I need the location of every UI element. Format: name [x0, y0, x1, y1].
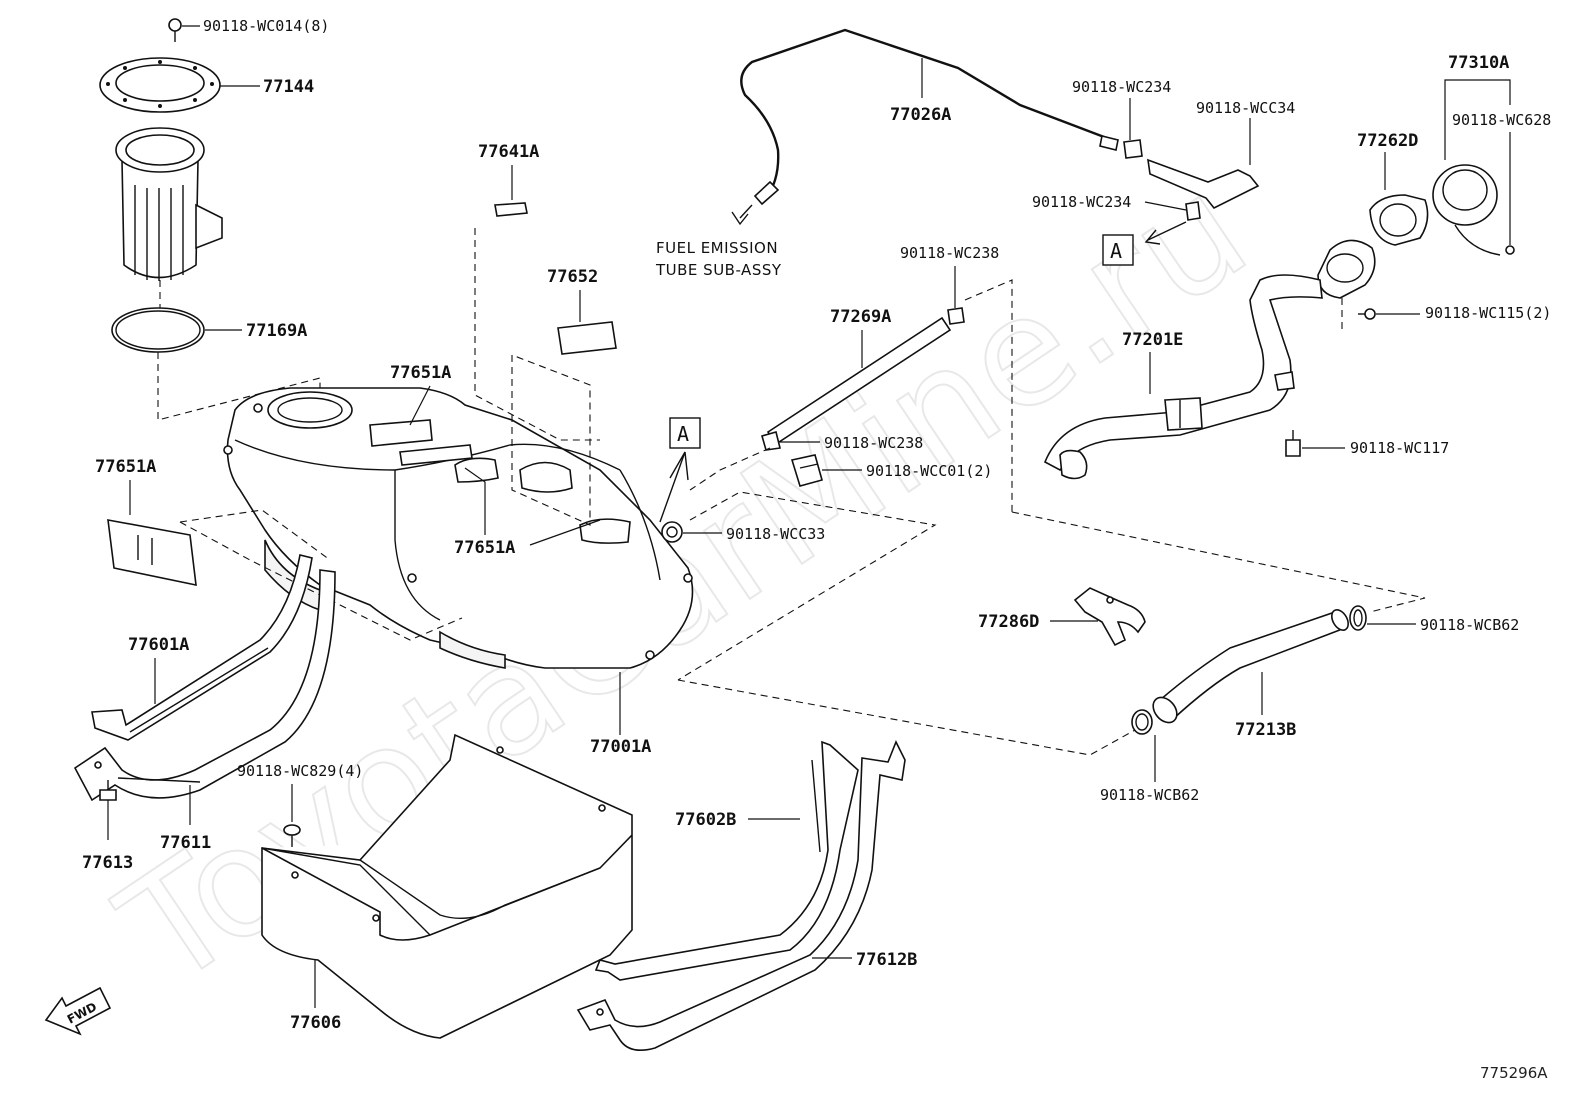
pad-77652[interactable] — [557, 321, 617, 355]
label-77269A: 77269A — [830, 307, 891, 327]
clamp-90118-wc238-bot[interactable] — [761, 431, 781, 451]
label-77026A: 77026A — [890, 105, 951, 125]
clamp-90118-wc238-top[interactable] — [947, 307, 965, 325]
clamp-90118-wcb62-right[interactable] — [1349, 605, 1367, 631]
label-90118-wc628: 90118-WC628 — [1452, 111, 1551, 129]
clip-90118-wcc01[interactable] — [790, 454, 823, 487]
label-90118-wcc34: 90118-WCC34 — [1196, 99, 1295, 117]
bolt-90118-wc117[interactable] — [1285, 430, 1301, 457]
label-90118-wcb62-bot: 90118-WCB62 — [1100, 786, 1199, 804]
label-77602B: 77602B — [675, 810, 736, 830]
label-90118-wc234-top: 90118-WC234 — [1072, 78, 1171, 96]
leader-77651A-mid-b — [529, 519, 601, 546]
label-pad-77641A[interactable] — [494, 202, 528, 217]
bracket-77310A — [1444, 79, 1511, 105]
arrow-head-to-A — [1144, 229, 1161, 245]
diagram-ref-code: 775296A — [1480, 1064, 1548, 1082]
label-90118-wc117: 90118-WC117 — [1350, 439, 1449, 457]
note-fuel-emission-line1: FUEL EMISSION — [656, 239, 778, 257]
label-90118-wc234-mid: 90118-WC234 — [1032, 193, 1131, 211]
label-77001A: 77001A — [590, 737, 651, 757]
housing-77262D[interactable] — [1369, 194, 1429, 246]
label-90118-wcc01: 90118-WCC01(2) — [866, 462, 992, 480]
label-77641A: 77641A — [478, 142, 539, 162]
label-77612B: 77612B — [856, 950, 917, 970]
label-77213B: 77213B — [1235, 720, 1296, 740]
fuel-pump-module[interactable] — [115, 127, 223, 281]
bolt-90118-wc014[interactable] — [168, 18, 182, 42]
leader-77651A-top — [409, 385, 431, 426]
label-90118-wc238-top: 90118-WC238 — [900, 244, 999, 262]
note-fuel-emission-line2: TUBE SUB-ASSY — [655, 261, 782, 279]
grommet-90118-wcc33[interactable] — [661, 521, 683, 543]
arrow-to-A — [1147, 221, 1187, 241]
gasket-77169A[interactable] — [111, 307, 205, 353]
dash-77269A — [964, 279, 1013, 512]
label-77652: 77652 — [547, 267, 598, 287]
screw-90118-wc115[interactable] — [1358, 308, 1376, 320]
label-90118-wc829: 90118-WC829(4) — [237, 762, 363, 780]
bolt-90118-wc829[interactable] — [283, 824, 301, 848]
leader-77651A-mid — [464, 467, 486, 535]
label-77651A-top: 77651A — [390, 363, 451, 383]
strap-77612B[interactable] — [576, 740, 906, 1051]
dash-77652 — [511, 354, 591, 526]
dash-gasket-tank — [157, 352, 321, 421]
protector-77606[interactable] — [261, 733, 633, 1039]
section-marker-A-right — [1102, 234, 1134, 266]
label-77601A: 77601A — [128, 635, 189, 655]
label-77651A-left: 77651A — [95, 457, 156, 477]
strap-77601A[interactable] — [91, 554, 313, 741]
evap-tube-77026A[interactable] — [740, 28, 1119, 206]
label-77613: 77613 — [82, 853, 133, 873]
fuel-tank-77001A[interactable] — [223, 387, 694, 669]
hose-77213B[interactable] — [1148, 607, 1351, 727]
dash-hose-tank-lower — [677, 679, 1136, 756]
label-77611: 77611 — [160, 833, 211, 853]
label-77310A: 77310A — [1448, 53, 1509, 73]
label-77286D: 77286D — [978, 612, 1039, 632]
arrow-head-fuel-emission — [731, 211, 749, 226]
label-77606: 77606 — [290, 1013, 341, 1033]
arrow-A-tank — [659, 451, 686, 523]
strap-77611[interactable] — [73, 569, 336, 802]
label-90118-wc115: 90118-WC115(2) — [1425, 304, 1551, 322]
label-90118-wcb62-right: 90118-WCB62 — [1420, 616, 1519, 634]
dash-filler-hose — [1011, 511, 1426, 613]
arrow-fuel-emission — [739, 204, 753, 219]
strap-77602B[interactable] — [594, 740, 859, 981]
label-90118-wcc33: 90118-WCC33 — [726, 525, 825, 543]
filler-pipe-77201E[interactable] — [1043, 239, 1376, 480]
label-77169A: 77169A — [246, 321, 307, 341]
fuel-cap-77310A[interactable] — [1432, 164, 1515, 256]
retainer-ring-77144[interactable] — [99, 57, 221, 113]
arrow-head-A-tank — [669, 451, 689, 481]
clamp-90118-wc234-mid[interactable] — [1185, 201, 1201, 221]
bracket-77286D[interactable] — [1073, 587, 1146, 647]
fwd-arrow-icon: FWD — [44, 986, 112, 1036]
section-marker-A-tank — [669, 417, 701, 449]
label-77651A-mid: 77651A — [454, 538, 515, 558]
dash-77651A-left-b — [179, 509, 331, 561]
leader-90118-wc234-mid — [1144, 201, 1187, 211]
label-90118-wc238-bot: 90118-WC238 — [824, 434, 923, 452]
label-90118-wc014: 90118-WC014(8) — [203, 17, 329, 35]
bolt-77613[interactable] — [99, 780, 117, 801]
section-marker-A-tank-text: A — [677, 422, 689, 446]
label-77201E: 77201E — [1122, 330, 1183, 350]
label-77262D: 77262D — [1357, 131, 1418, 151]
hose-90118-wcc34[interactable] — [1147, 158, 1260, 210]
clamp-90118-wc234-top[interactable] — [1123, 139, 1143, 159]
label-77144: 77144 — [263, 77, 314, 97]
section-marker-A-right-text: A — [1110, 239, 1122, 263]
dash-hose-tank — [689, 447, 771, 491]
dash-wcc33 — [677, 491, 937, 681]
clamp-90118-wcb62-bot[interactable] — [1131, 709, 1153, 735]
